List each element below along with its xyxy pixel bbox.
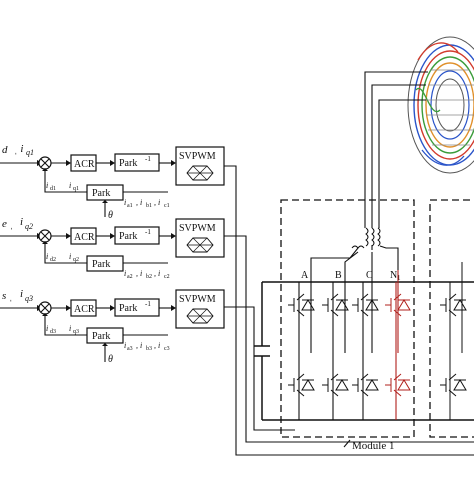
svg-text:ˌ i: ˌ i bbox=[14, 143, 23, 155]
svg-text:i: i bbox=[124, 269, 126, 278]
svg-text:b1: b1 bbox=[146, 203, 152, 209]
module-label: Module 1 bbox=[352, 440, 394, 452]
svg-text:, i: , i bbox=[136, 341, 142, 350]
svg-text:, i: , i bbox=[136, 198, 142, 207]
control-row-1: d ˌ i q1 ACR Park -1 SVPWM Park i d1 i q… bbox=[0, 143, 225, 221]
motor-lead-1 bbox=[364, 71, 428, 228]
acr-label-3: ACR bbox=[74, 304, 95, 315]
svg-text:θ: θ bbox=[108, 210, 113, 221]
svg-text:i: i bbox=[46, 181, 48, 190]
svg-text:, i: , i bbox=[154, 198, 160, 207]
svg-text:c3: c3 bbox=[164, 346, 170, 352]
park-label-2: Park bbox=[92, 259, 110, 270]
svg-text:i: i bbox=[69, 324, 71, 333]
phase-b-label: B bbox=[335, 270, 342, 281]
svg-text:1: 1 bbox=[397, 274, 401, 282]
svg-text:, i: , i bbox=[136, 269, 142, 278]
motor-lead-3 bbox=[378, 99, 426, 228]
svg-text:i: i bbox=[46, 324, 48, 333]
svg-text:d3: d3 bbox=[50, 329, 56, 335]
svg-text:c2: c2 bbox=[164, 274, 170, 280]
svg-text:b2: b2 bbox=[146, 274, 152, 280]
svg-text:i: i bbox=[20, 216, 23, 228]
park-label-3: Park bbox=[92, 331, 110, 342]
bridge-legs bbox=[298, 270, 399, 420]
svg-text:-1: -1 bbox=[145, 155, 151, 163]
park-inverse-label-1: Park bbox=[119, 158, 137, 169]
park-label-1: Park bbox=[92, 188, 110, 199]
park-inverse-label-2: Park bbox=[119, 231, 137, 242]
gate-signal-3 bbox=[224, 306, 295, 431]
svg-text:q1: q1 bbox=[26, 148, 34, 157]
svg-text:, i: , i bbox=[154, 269, 160, 278]
motor-lead-2 bbox=[371, 84, 426, 228]
control-row-2: e ˌ i q2 ACR Park -1 SVPWM Park i d2 i q… bbox=[0, 216, 225, 280]
park-inverse-label-3: Park bbox=[119, 303, 137, 314]
svpwm-label-1: SVPWM bbox=[179, 151, 216, 162]
svg-text:a2: a2 bbox=[127, 274, 133, 280]
svg-text:a3: a3 bbox=[127, 346, 133, 352]
svg-text:i: i bbox=[46, 252, 48, 261]
acr-label-1: ACR bbox=[74, 159, 95, 170]
svpwm-label-2: SVPWM bbox=[179, 223, 216, 234]
svg-text:q1: q1 bbox=[73, 186, 79, 192]
gate-signal-1 bbox=[224, 165, 474, 456]
phase-a-label: A bbox=[301, 270, 309, 281]
svg-text:i: i bbox=[69, 181, 71, 190]
module-2-frame bbox=[429, 199, 474, 438]
winding-coils-icon bbox=[310, 227, 399, 270]
module-2-legs bbox=[440, 262, 467, 420]
svg-text:q3: q3 bbox=[73, 329, 79, 335]
svg-text:-1: -1 bbox=[145, 228, 151, 236]
svg-text:d2: d2 bbox=[50, 257, 56, 263]
igbt-switches bbox=[288, 293, 411, 397]
svg-text:a1: a1 bbox=[127, 203, 133, 209]
svg-text:i: i bbox=[69, 252, 71, 261]
svg-text:q3: q3 bbox=[25, 294, 33, 303]
dc-capacitor-icon bbox=[254, 345, 270, 357]
svg-text:i: i bbox=[124, 341, 126, 350]
svg-text:q2: q2 bbox=[73, 257, 79, 263]
svg-text:d: d bbox=[2, 144, 8, 156]
phase-n-label: N bbox=[390, 270, 397, 281]
svg-text:θ: θ bbox=[108, 354, 113, 365]
control-row-3: s ˌ i q3 ACR Park -1 SVPWM Park i d3 i q… bbox=[0, 288, 225, 365]
svg-text:-1: -1 bbox=[145, 300, 151, 308]
svg-text:d1: d1 bbox=[50, 186, 56, 192]
svg-text:c1: c1 bbox=[164, 203, 170, 209]
motor-stator-icon bbox=[407, 36, 474, 174]
svg-text:i: i bbox=[124, 198, 126, 207]
svg-text:e ˌ: e ˌ bbox=[2, 218, 13, 230]
module-1-frame bbox=[280, 199, 415, 438]
svg-text:i: i bbox=[20, 288, 23, 300]
gate-signal-2 bbox=[224, 235, 474, 443]
svg-text:b3: b3 bbox=[146, 346, 152, 352]
svpwm-label-3: SVPWM bbox=[179, 294, 216, 305]
svg-text:, i: , i bbox=[154, 341, 160, 350]
acr-label-2: ACR bbox=[74, 232, 95, 243]
svg-text:s ˌ: s ˌ bbox=[2, 290, 13, 302]
phase-c-label: C bbox=[366, 270, 373, 281]
svg-text:q2: q2 bbox=[25, 222, 33, 231]
